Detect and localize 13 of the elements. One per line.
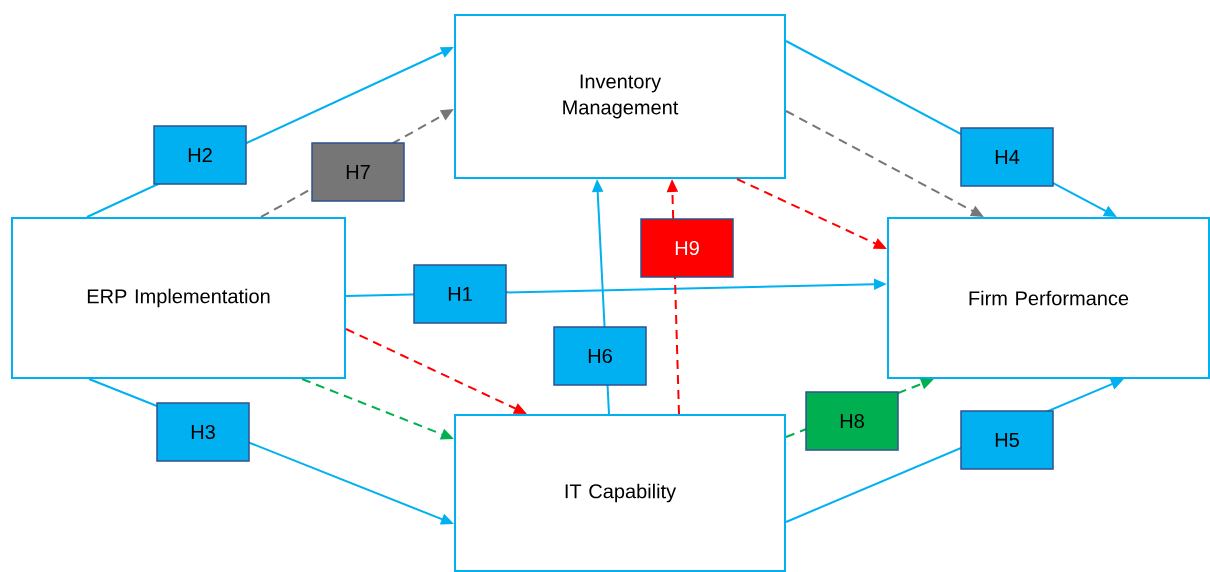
hypothesis-label: H1 <box>413 264 507 324</box>
hypothesis-label: H2 <box>153 125 247 185</box>
hypothesis-label: H3 <box>156 402 250 462</box>
concept-box: ERP Implementation <box>11 217 346 379</box>
hypothesis-label: H6 <box>553 326 647 386</box>
hypothesis-label: H8 <box>805 391 899 451</box>
hypothesis-label: H4 <box>960 127 1054 187</box>
concept-box: IT Capability <box>454 414 786 572</box>
hypothesis-label: H7 <box>311 142 405 202</box>
concept-box: Firm Performance <box>887 217 1210 379</box>
hypothesis-label: H9 <box>640 218 734 278</box>
concept-box: Inventory Management <box>454 14 786 179</box>
hypothesis-label: H5 <box>960 410 1054 470</box>
